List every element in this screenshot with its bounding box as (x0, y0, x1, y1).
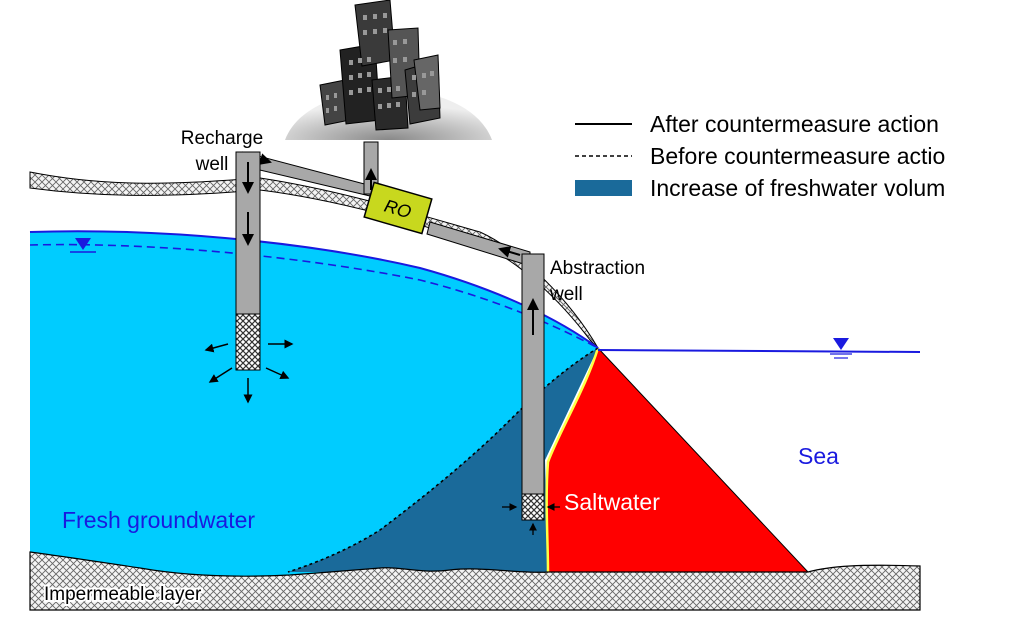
water-level-triangle-icon (830, 338, 852, 359)
legend-label: Increase of freshwater volum (650, 175, 945, 201)
recharge-well-screen (235, 313, 261, 371)
impermeable-layer (29, 551, 921, 611)
saltwater-interface-after (545, 347, 600, 573)
abstraction-well-label: well (549, 284, 583, 305)
water-table-after (29, 230, 599, 349)
recharge-well-label: Recharge (181, 128, 263, 149)
fresh-groundwater-label: Fresh groundwater (62, 507, 255, 533)
abstraction-well-label: Abstraction (550, 258, 645, 279)
sea-level-line (597, 349, 921, 353)
legend-filled-box (575, 180, 632, 196)
impermeable-layer-label: Impermeable layer (44, 584, 202, 605)
abstraction-well (502, 253, 560, 535)
pipe-abstraction-to-ro (426, 221, 531, 267)
abstraction-well-screen (521, 493, 545, 521)
recharge-well (204, 151, 294, 404)
recharge-well-label: well (195, 154, 229, 175)
freshwater-increase-zone (288, 348, 598, 572)
saltwater-interface-before (287, 347, 599, 573)
ro-unit: RO (363, 181, 433, 235)
legend-label: After countermeasure action (650, 111, 939, 137)
city-buildings-icon (285, 0, 492, 140)
sea-label: Sea (798, 443, 839, 469)
saltwater-label: Saltwater (564, 489, 660, 515)
legend-label: Before countermeasure actio (650, 143, 945, 169)
water-table-before (29, 243, 599, 349)
water-level-triangle-icon (70, 238, 96, 253)
legend: After countermeasure action Before count… (575, 111, 945, 201)
